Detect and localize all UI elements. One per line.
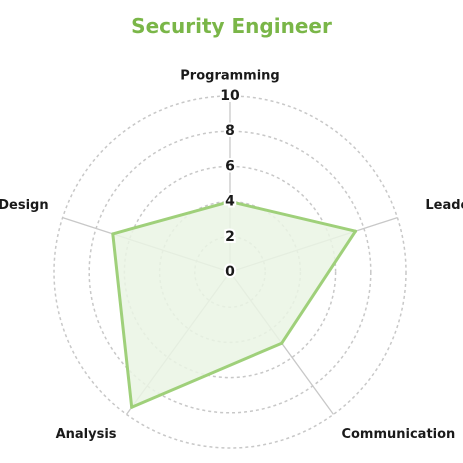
tick-layer: 0 2 4 6 8 10: [218, 86, 242, 282]
grid-circle: [88, 130, 372, 414]
tick-label: 2: [225, 229, 235, 245]
tick-label: 4: [225, 194, 235, 210]
tick-label: 6: [225, 158, 235, 174]
axis-label: Programming: [180, 69, 279, 84]
data-point: [228, 200, 232, 204]
data-point: [111, 232, 115, 236]
data-point: [280, 341, 284, 345]
label-layer: ProgrammingLeadershipCommunication Analys…: [0, 69, 463, 442]
tick-label: 10: [220, 88, 240, 104]
chart-title: Security Engineer: [131, 14, 332, 38]
axis-label: Communication: [341, 427, 455, 442]
tick-label: 0: [225, 264, 235, 280]
tick-label: 8: [225, 123, 235, 139]
data-point: [354, 229, 358, 233]
data-point: [130, 405, 134, 409]
axis-label: Leadership: [425, 198, 463, 213]
axis-label: Design: [0, 198, 49, 213]
series-layer: [111, 200, 358, 409]
axis-label: Analysis: [56, 427, 117, 442]
data-area: [111, 200, 357, 409]
